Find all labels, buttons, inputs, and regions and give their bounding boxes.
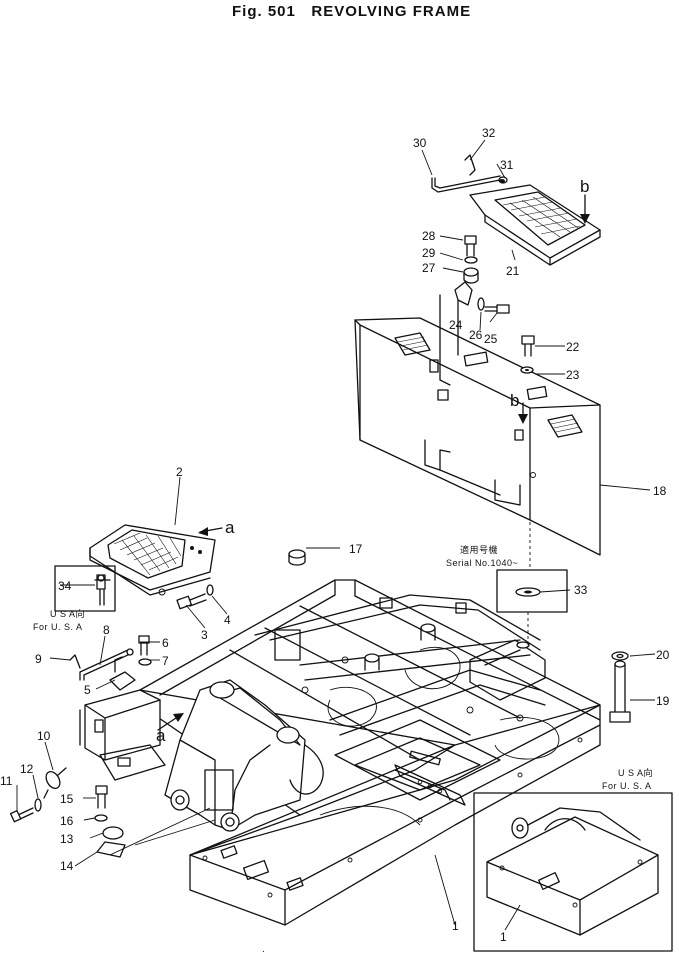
callout-33: 33 bbox=[574, 583, 588, 597]
callout-labels: 1 1 2 3 4 5 6 7 8 9 10 11 12 13 14 15 16… bbox=[0, 126, 670, 944]
callout-29: 29 bbox=[422, 246, 436, 260]
callout-21: 21 bbox=[506, 264, 520, 278]
callout-10: 10 bbox=[37, 729, 51, 743]
callout-15: 15 bbox=[60, 792, 74, 806]
leader-lines bbox=[16, 139, 656, 931]
serial-note-jp: 適用号機 bbox=[460, 544, 498, 555]
usa-note-bottom-jp: U S A向 bbox=[618, 767, 653, 778]
callout-24: 24 bbox=[449, 318, 463, 332]
callout-18: 18 bbox=[653, 484, 667, 498]
usa-note-bottom-en: For U. S. A bbox=[602, 781, 652, 791]
view-a-label: a bbox=[225, 518, 235, 537]
callout-11: 11 bbox=[0, 774, 13, 788]
callout-6: 6 bbox=[162, 636, 169, 650]
top-cover-assembly bbox=[431, 154, 601, 266]
callout-3: 3 bbox=[201, 628, 208, 642]
figure-title: Fig. 501 REVOLVING FRAME bbox=[232, 3, 471, 20]
callout-28: 28 bbox=[422, 229, 436, 243]
callout-31: 31 bbox=[500, 158, 514, 172]
view-arrows bbox=[157, 194, 590, 731]
callout-32: 32 bbox=[482, 126, 496, 140]
callout-13: 13 bbox=[60, 832, 74, 846]
callout-34: 34 bbox=[58, 579, 72, 593]
callout-23: 23 bbox=[566, 368, 580, 382]
counterweight bbox=[354, 294, 601, 556]
small-parts bbox=[9, 179, 631, 858]
page-mark: . bbox=[262, 944, 265, 954]
callout-26: 26 bbox=[469, 328, 483, 342]
callout-27: 27 bbox=[422, 261, 436, 275]
callout-4: 4 bbox=[224, 613, 231, 627]
usa-note-top-jp: U S A向 bbox=[50, 608, 85, 619]
callout-19: 19 bbox=[656, 694, 670, 708]
callout-16: 16 bbox=[60, 814, 74, 828]
callout-12: 12 bbox=[20, 762, 34, 776]
callout-5: 5 bbox=[84, 683, 91, 697]
usa-detail-inset bbox=[473, 792, 673, 952]
callout-17: 17 bbox=[349, 542, 363, 556]
callout-8: 8 bbox=[103, 623, 110, 637]
hood-assembly bbox=[54, 524, 216, 612]
revolving-frame-body bbox=[79, 579, 601, 926]
usa-note-top-en: For U. S. A bbox=[33, 622, 83, 632]
callout-1-inset: 1 bbox=[500, 930, 507, 944]
callout-30: 30 bbox=[413, 136, 427, 150]
callout-25: 25 bbox=[484, 332, 498, 346]
callout-14: 14 bbox=[60, 859, 74, 873]
view-b-label: b bbox=[580, 177, 589, 196]
callout-7: 7 bbox=[162, 654, 169, 668]
serial-note-en: Serial No.1040~ bbox=[446, 558, 518, 568]
callout-20: 20 bbox=[656, 648, 670, 662]
callout-9: 9 bbox=[35, 652, 42, 666]
callout-22: 22 bbox=[566, 340, 580, 354]
view-b-label-2: b bbox=[510, 391, 519, 410]
view-a-label-2: a bbox=[156, 726, 166, 745]
callout-2: 2 bbox=[176, 465, 183, 479]
callout-1: 1 bbox=[452, 919, 459, 933]
